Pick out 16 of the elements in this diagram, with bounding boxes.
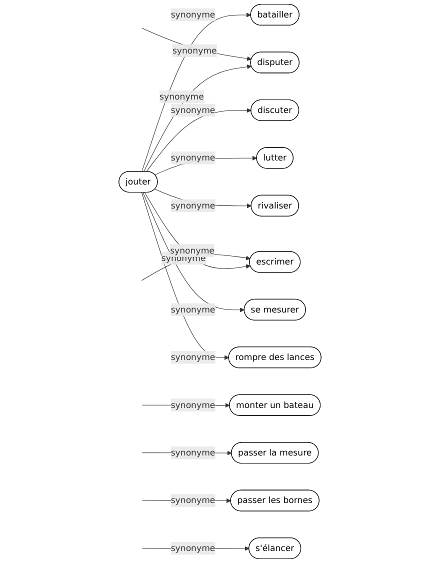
edge-label: synonyme: [170, 200, 216, 210]
edge-label: synonyme: [170, 447, 216, 458]
edge-label: synonyme: [170, 304, 216, 314]
edge-label: synonyme: [170, 542, 216, 554]
arrow: [142, 192, 245, 312]
arrow: [142, 28, 252, 61]
edge-label: synonyme: [170, 400, 216, 410]
edge-label: synonyme: [170, 152, 216, 163]
edge-label: synonyme: [170, 9, 216, 20]
edge-label: synonyme: [160, 91, 204, 102]
edge-label: synonyme: [170, 104, 216, 116]
arrow: [144, 64, 252, 172]
edge-label: synonyme: [170, 495, 216, 506]
edge-label: synonyme: [172, 45, 217, 56]
arrow: [146, 108, 252, 172]
edge-label: synonyme: [170, 352, 216, 362]
